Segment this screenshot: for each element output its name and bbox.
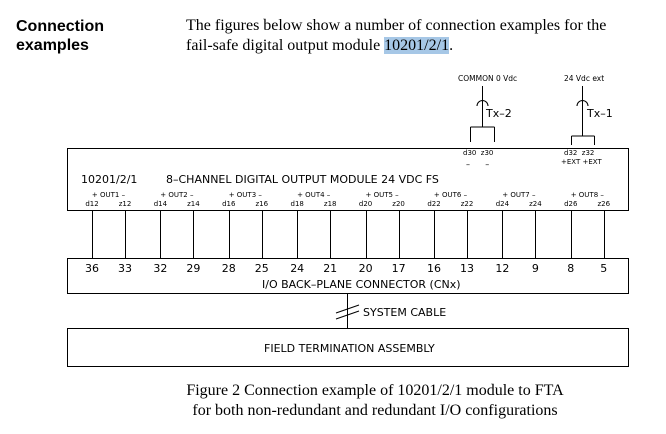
module-title: 8–CHANNEL DIGITAL OUTPUT MODULE 24 VDC F… [166,173,439,186]
pin-d-label: d20 [359,200,372,208]
connector-number-d: 32 [153,262,167,275]
connector-number-d: 12 [495,262,509,275]
pin-z-label: z18 [324,200,337,208]
pin-d-label: d22 [427,200,440,208]
output-label: + OUT8 – [571,191,605,199]
caption-line2: for both non-redundant and redundant I/O… [192,402,558,419]
pin-d-label: d12 [85,200,98,208]
pin-d-label: d18 [291,200,304,208]
intro-line2: fail-safe digital output module 10201/2/… [186,36,656,56]
pin-d-label: d16 [222,200,236,208]
output-label: + OUT1 – [92,191,126,199]
ext-pin-labels: d32 z32 [564,149,594,157]
section-heading: Connection examples [16,17,104,55]
connector-number-d: 16 [427,262,441,275]
output-label: + OUT2 – [160,191,194,199]
output-label: + OUT3 – [229,191,263,199]
connector-number-z: 17 [392,262,406,275]
fta-label: FIELD TERMINATION ASSEMBLY [264,342,435,355]
pin-d-label: d14 [154,200,168,208]
pin-z-label: z20 [392,200,405,208]
module-number-highlight: 10201/2/1 [384,37,450,54]
ext-label: 24 Vdc ext [564,74,604,83]
pin-z-label: z14 [187,200,200,208]
connector-number-z: 13 [460,262,474,275]
module-box [67,148,629,211]
output-label: + OUT7 – [502,191,536,199]
intro-line2-prefix: fail-safe digital output module [186,37,385,54]
connector-number-z: 29 [186,262,200,275]
cable-break-mark-1 [335,304,360,314]
tx1-label: Tx–1 [586,107,613,120]
pin-z-label: z26 [598,200,611,208]
backplane-connector-box [67,258,629,294]
connector-number-z: 5 [600,262,607,275]
connector-number-z: 9 [532,262,539,275]
fuse-tx2 [476,100,489,107]
output-label: + OUT6 – [434,191,468,199]
output-label: + OUT4 – [297,191,331,199]
connector-number-d: 28 [222,262,236,275]
connector-number-d: 8 [567,262,574,275]
intro-line1: The figures below show a number of conne… [186,17,607,34]
caption-line1: Figure 2 Connection example of 10201/2/1… [186,382,564,399]
pin-d-label: d24 [496,200,510,208]
fuse-tx1 [576,100,589,107]
section-heading-line1: Connection [16,18,104,35]
connector-number-z: 33 [118,262,132,275]
fta-box [67,328,629,367]
output-label: + OUT5 – [366,191,400,199]
tx2-label: Tx–2 [485,107,512,120]
pin-z-label: z24 [529,200,542,208]
common-pin-labels: d30 z30 [463,149,493,157]
connector-number-z: 21 [323,262,337,275]
pin-z-label: z12 [119,200,132,208]
figure-caption: Figure 2 Connection example of 10201/2/1… [140,381,610,421]
common-label: COMMON 0 Vdc [458,74,517,83]
pin-d-label: d26 [564,200,578,208]
backplane-label: I/O BACK–PLANE CONNECTOR (CNx) [262,278,461,291]
connector-number-d: 24 [290,262,304,275]
connector-number-d: 36 [85,262,99,275]
common-pin-signs: – – [466,160,489,169]
cable-break-mark-2 [335,310,360,320]
intro-paragraph: The figures below show a number of conne… [186,16,656,56]
module-id: 10201/2/1 [81,173,137,186]
ext-pin-signs: +EXT +EXT [561,158,602,166]
intro-line2-suffix: . [449,37,454,54]
pin-z-label: z22 [461,200,474,208]
section-heading-line2: examples [16,37,89,54]
system-cable-label: SYSTEM CABLE [363,306,446,319]
connector-number-d: 20 [359,262,373,275]
connector-number-z: 25 [255,262,269,275]
pin-z-label: z16 [256,200,269,208]
